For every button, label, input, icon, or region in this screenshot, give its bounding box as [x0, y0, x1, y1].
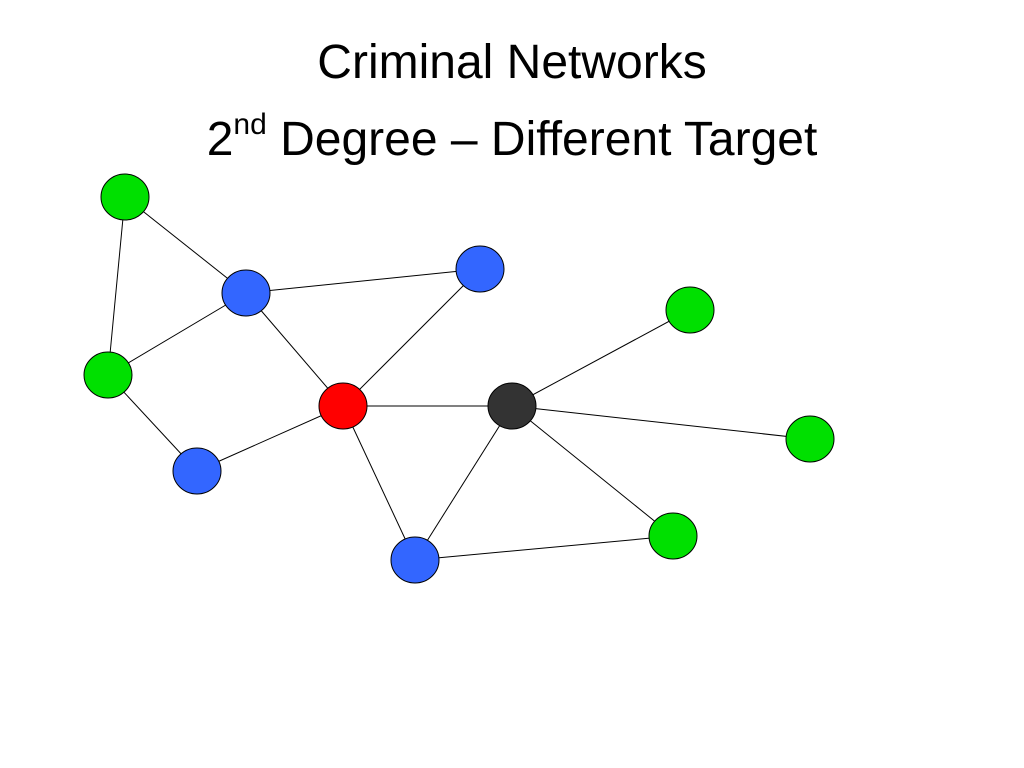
- slide-title: Criminal Networks 2nd Degree – Different…: [0, 30, 1024, 173]
- node-g1: [100, 173, 150, 221]
- edge-g1-b1: [124, 196, 247, 294]
- edge-g1-g2: [107, 196, 126, 376]
- node-b2: [455, 245, 505, 293]
- edge-b1-g2: [107, 292, 247, 376]
- edge-black-g3: [511, 309, 691, 407]
- node-b4: [390, 536, 440, 584]
- edge-red-b4: [342, 405, 416, 561]
- edges-layer: [107, 196, 811, 561]
- edge-b4-g5: [414, 535, 674, 561]
- node-g3: [665, 286, 715, 334]
- node-black: [487, 382, 537, 430]
- edge-black-g4: [511, 405, 811, 440]
- title-line-2: 2nd Degree – Different Target: [0, 96, 1024, 173]
- edge-black-g5: [511, 405, 674, 537]
- node-b1: [221, 269, 271, 317]
- title-line-1: Criminal Networks: [317, 36, 707, 89]
- node-red: [318, 382, 368, 430]
- edge-b1-b2: [245, 268, 481, 294]
- node-g2: [83, 351, 133, 399]
- node-b3: [172, 447, 222, 495]
- nodes-layer: [83, 173, 835, 584]
- edge-b2-red: [342, 268, 481, 407]
- edge-b3-red: [196, 405, 344, 472]
- node-g5: [648, 512, 698, 560]
- edge-b4-black: [414, 405, 513, 561]
- title-superscript: nd: [233, 108, 267, 141]
- title-rest: Degree – Different Target: [266, 113, 818, 166]
- title-number: 2: [206, 113, 234, 166]
- node-g4: [785, 415, 835, 463]
- edge-b1-red: [245, 292, 344, 407]
